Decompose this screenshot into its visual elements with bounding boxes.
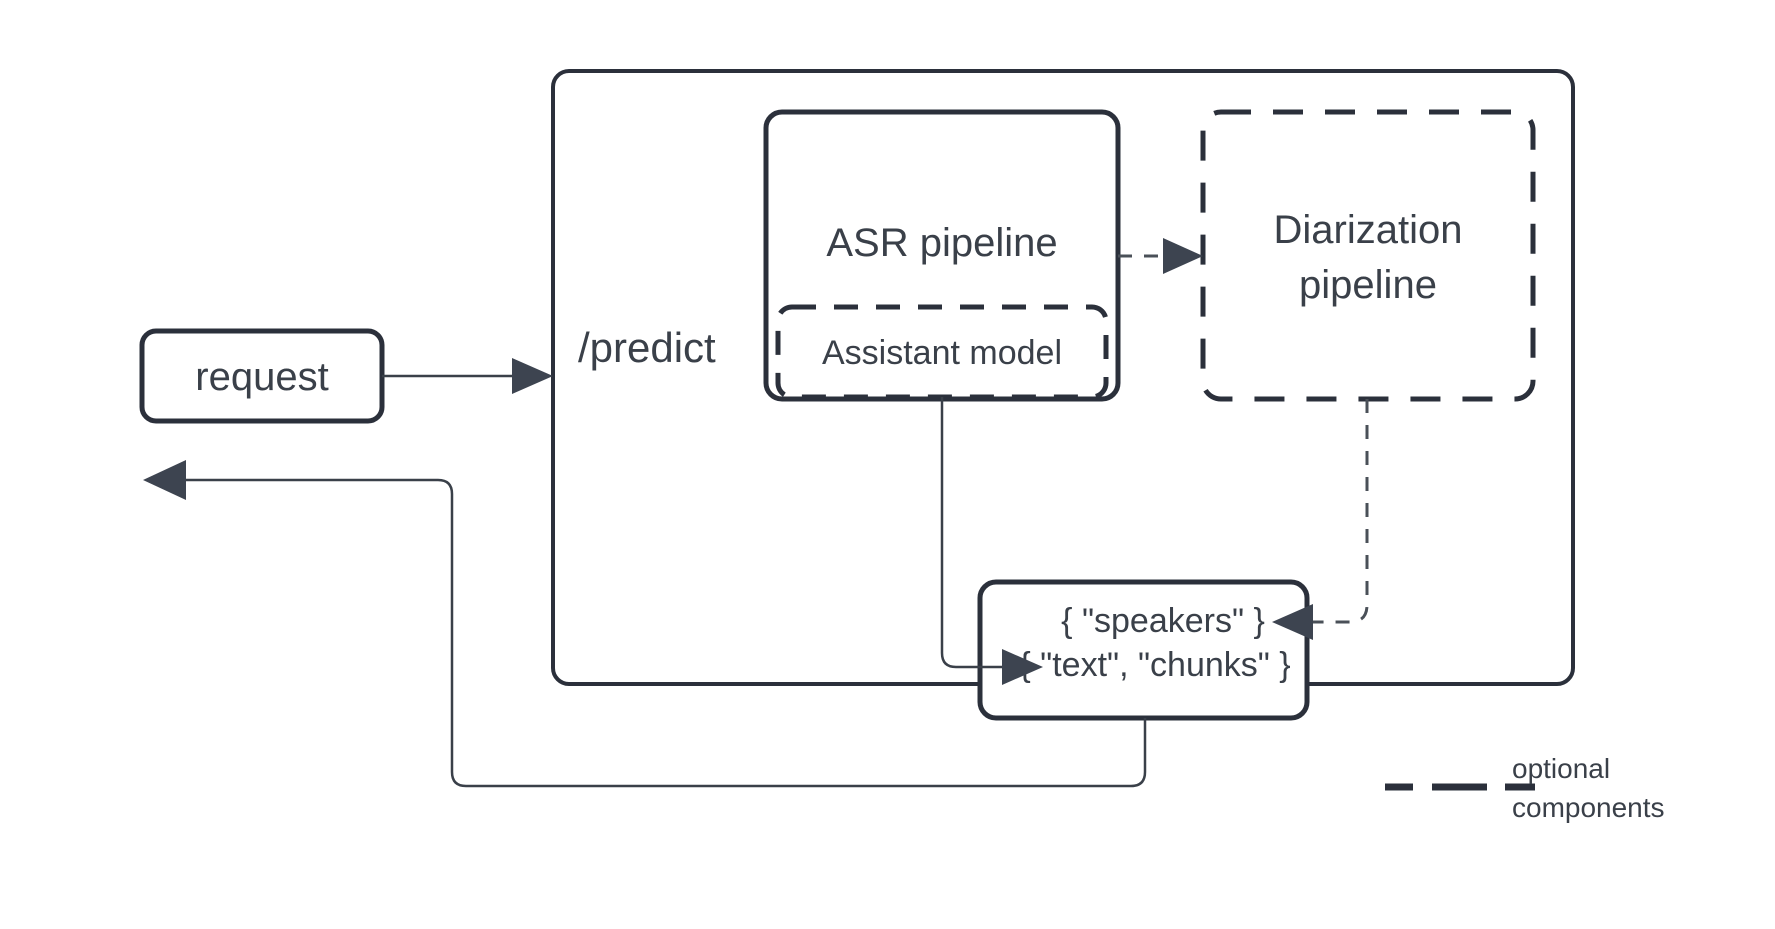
edge-asr-to-diarization-arrowhead [1163, 238, 1203, 274]
edge-assistant-to-result-line [940, 397, 1015, 669]
predict-service-label: /predict [578, 324, 716, 371]
edge-diarization-to-result-line [1300, 399, 1369, 624]
node-asr-pipeline: ASR pipeline [763, 109, 1121, 402]
edge-asr-to-diarization [1118, 238, 1203, 274]
legend-label-line1: optional [1512, 753, 1610, 784]
node-request: request [139, 328, 385, 424]
diarization-pipeline-label-line1: Diarization [1274, 208, 1463, 252]
edge-assistant-to-result [940, 397, 1043, 685]
assistant-model-label: Assistant model [822, 334, 1062, 372]
result-border [977, 579, 1310, 721]
request-label: request [195, 355, 328, 399]
legend: optional components [1385, 753, 1665, 823]
edge-diarization-to-result [1272, 399, 1369, 640]
diarization-pipeline-label-line2: pipeline [1299, 263, 1437, 307]
legend-label-line2: components [1512, 792, 1665, 823]
edge-request-to-predict [382, 358, 553, 394]
edge-result-to-response-arrowhead [143, 460, 186, 500]
edge-result-to-response-line [175, 478, 1147, 788]
node-diarization-pipeline: Diarization pipeline [1200, 109, 1536, 402]
node-assistant-model: Assistant model [775, 304, 1109, 400]
diarization-pipeline-border [1200, 109, 1536, 402]
edge-diarization-to-result-arrowhead [1272, 604, 1313, 640]
edge-result-to-response [143, 460, 1147, 788]
edge-assistant-to-result-arrowhead [1002, 649, 1043, 685]
node-result: { "speakers" } { "text", "chunks" } [977, 579, 1310, 721]
asr-pipeline-label: ASR pipeline [826, 221, 1057, 265]
result-chunks-label: { "text", "chunks" } [1019, 646, 1290, 684]
edge-request-to-predict-arrowhead [512, 358, 553, 394]
result-speakers-label: { "speakers" } [1061, 602, 1265, 640]
